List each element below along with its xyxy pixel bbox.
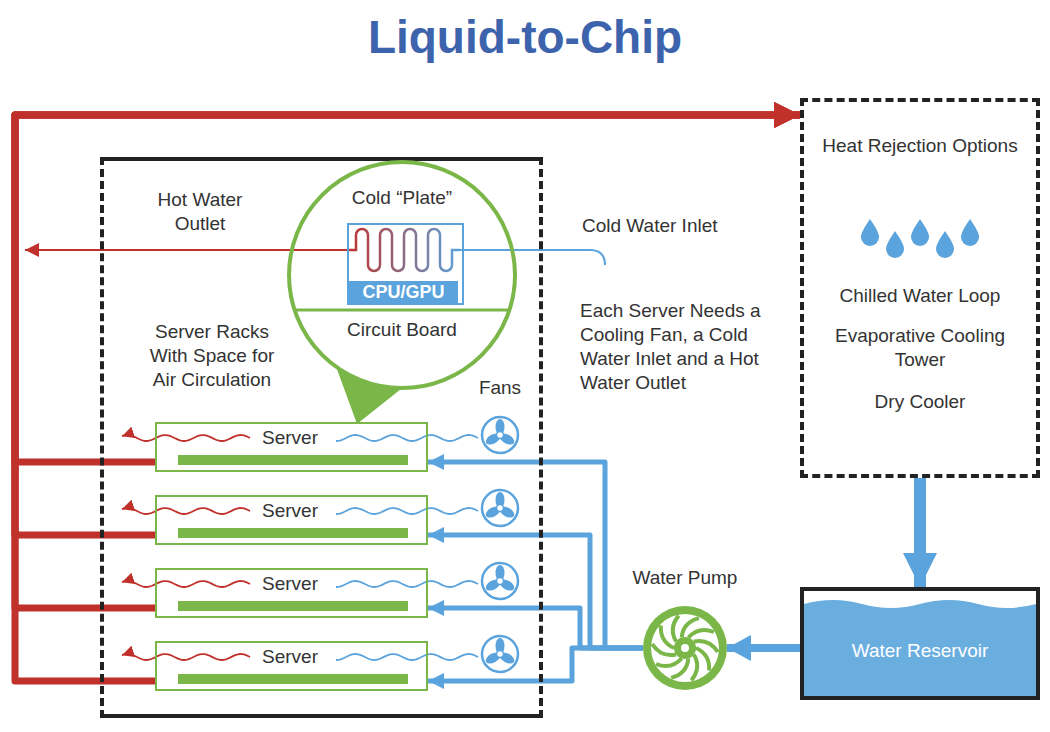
option-item: Dry Cooler (805, 390, 1035, 414)
cold-water-inlet-line (460, 250, 605, 265)
circuit-board-label: Circuit Board (287, 318, 517, 342)
hot-water-outlet-line (25, 249, 347, 251)
hot-water-pipe (15, 115, 800, 462)
hot-water-pipe (15, 115, 800, 681)
box-heading: Heat Rejection Options (820, 134, 1020, 158)
reservoir-water (804, 600, 1036, 696)
water-pump: Water Pump (643, 606, 727, 690)
circuit-board-bar (178, 601, 408, 611)
reservoir-label: Water Reservoir (804, 639, 1036, 663)
cold-water-pipe (428, 462, 643, 648)
air-flow-wave (122, 581, 250, 587)
option-item: Evaporative Cooling Tower (820, 324, 1020, 372)
water-drop (961, 219, 979, 246)
fan-icon (482, 490, 518, 526)
fan-icon (482, 417, 518, 453)
cold-water-pipe (914, 478, 926, 587)
circuit-board-line (295, 309, 509, 312)
cold-water-pipe (727, 644, 800, 652)
water-reservoir: Water Reservoir (800, 587, 1040, 700)
chip-label: CPU/GPU (349, 281, 458, 303)
callout-title: Cold “Plate” (287, 186, 517, 210)
heat-rejection-box: Heat Rejection OptionsChilled Water Loop… (800, 98, 1040, 478)
air-flow-wave (336, 435, 478, 441)
pump-label: Water Pump (615, 566, 755, 590)
impeller-center (681, 644, 689, 652)
impeller-blade (688, 630, 714, 638)
cold-water-pipe (428, 608, 643, 648)
server-rack: Server Racks With Space for Air Circulat… (100, 157, 543, 718)
server-label: Server (262, 499, 318, 523)
impeller-blade (673, 616, 679, 642)
pump-impeller (643, 606, 727, 690)
air-flow-wave (122, 435, 250, 441)
cold-plate-callout: Cold “Plate” Circuit Board CPU/GPU (287, 160, 517, 390)
cpu-gpu-chip: CPU/GPU (347, 223, 464, 305)
server-box: Server (155, 495, 428, 545)
air-flow-wave (336, 581, 478, 587)
impeller-blade (656, 659, 682, 667)
water-drop (911, 219, 929, 246)
server-box: Server (155, 641, 428, 691)
air-flow-wave (336, 654, 478, 660)
diagram-title: Liquid-to-Chip (0, 10, 1050, 64)
hot-water-pipe (15, 115, 800, 608)
circuit-board-bar (178, 674, 408, 684)
inlet-label: Cold Water Inlet (582, 214, 762, 238)
water-drop (936, 231, 954, 258)
outlet-label: Hot Water Outlet (135, 188, 265, 236)
water-drop (861, 219, 879, 246)
server-box: Server (155, 422, 428, 472)
impeller-hub (674, 637, 696, 659)
cold-plate-coil (347, 229, 460, 271)
fan-icon (482, 563, 518, 599)
fans-label: Fans (470, 376, 530, 400)
server-label: Server (262, 426, 318, 450)
option-item: Chilled Water Loop (805, 284, 1035, 308)
air-flow-wave (336, 508, 478, 514)
server-box: Server (155, 568, 428, 618)
server-label: Server (262, 572, 318, 596)
hot-water-pipe (15, 115, 800, 535)
cold-water-pipe (428, 648, 643, 681)
cold-water-pipe (428, 535, 643, 648)
server-label: Server (262, 645, 318, 669)
air-flow-wave (122, 508, 250, 514)
circuit-board-bar (178, 528, 408, 538)
impeller-blade (694, 641, 718, 652)
rack-note: Server Racks With Space for Air Circulat… (137, 320, 287, 392)
circuit-board-bar (178, 455, 408, 465)
note-text: Each Server Needs a Cooling Fan, a Cold … (580, 299, 762, 395)
water-drop (886, 231, 904, 258)
air-flow-wave (122, 654, 250, 660)
impeller-blade (691, 655, 697, 681)
fan-icon (482, 636, 518, 672)
